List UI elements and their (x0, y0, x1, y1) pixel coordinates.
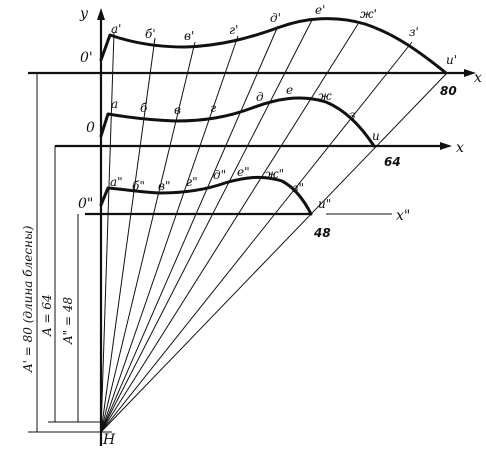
point-label: и' (446, 53, 457, 67)
origin-top-label: 0' (80, 50, 93, 66)
point-labels-top: a' б' в' г' д' е' ж' з' и' (111, 3, 457, 67)
point-label: и (372, 129, 380, 143)
point-label: з' (409, 25, 419, 39)
ray (100, 72, 448, 433)
pole-label: H (102, 432, 116, 448)
point-label: ж (318, 89, 332, 103)
point-label: a (111, 97, 118, 111)
point-labels-low: a" б" в" г" д" е" ж" з" и" (110, 165, 331, 211)
dimension-label-top: A' = 80 (длина блесны) (21, 225, 35, 373)
origin-low-label: 0" (78, 196, 93, 212)
point-label: a" (110, 175, 123, 189)
point-label: д" (213, 168, 226, 182)
ray (100, 31, 115, 433)
length-label-middle: 64 (384, 155, 401, 169)
point-label: б (140, 101, 148, 115)
origin-middle-label: 0 (86, 120, 95, 136)
profile-curve-middle (99, 96, 376, 148)
point-label: в (174, 103, 181, 117)
ray (100, 25, 279, 433)
point-label: з" (292, 181, 304, 195)
point-label: д (256, 90, 264, 104)
y-axis-arrow-icon (97, 8, 105, 20)
length-label-low: 48 (313, 226, 331, 240)
dimension-label-middle: A = 64 (40, 294, 54, 337)
point-label: з (349, 108, 356, 122)
rays-group (100, 19, 448, 433)
point-label: a' (111, 22, 121, 36)
y-axis-label: y (79, 6, 89, 22)
profile-curve-top (99, 17, 448, 75)
top-axis-label: x (474, 70, 482, 86)
point-label: и" (318, 197, 331, 211)
ray (100, 23, 359, 433)
middle-axis-arrow-icon (440, 142, 452, 150)
point-label: г' (229, 23, 238, 37)
point-label: е (286, 83, 293, 97)
point-labels-middle: a б в г д е ж з и (111, 83, 380, 143)
middle-axis-label: x (456, 140, 464, 156)
profile-curve-low (99, 175, 313, 216)
ray (100, 37, 156, 433)
point-label: б' (145, 27, 156, 41)
point-label: е' (315, 3, 325, 17)
ray (100, 41, 196, 433)
point-label: в" (158, 179, 171, 193)
dimension-label-low: A" = 48 (61, 296, 75, 345)
point-label: ж" (265, 167, 284, 181)
point-label: е" (237, 165, 250, 179)
point-label: в' (184, 29, 194, 43)
length-label-top: 80 (440, 84, 457, 98)
point-label: ж' (360, 7, 377, 21)
ray (100, 35, 239, 433)
lower-axis-label: x" (396, 208, 410, 224)
point-label: г (210, 101, 216, 115)
ray (100, 19, 313, 433)
point-label: г" (186, 175, 198, 189)
ray (100, 41, 413, 433)
top-axis-arrow-icon (464, 69, 476, 77)
point-label: д' (270, 11, 281, 25)
point-label: б" (132, 179, 145, 193)
